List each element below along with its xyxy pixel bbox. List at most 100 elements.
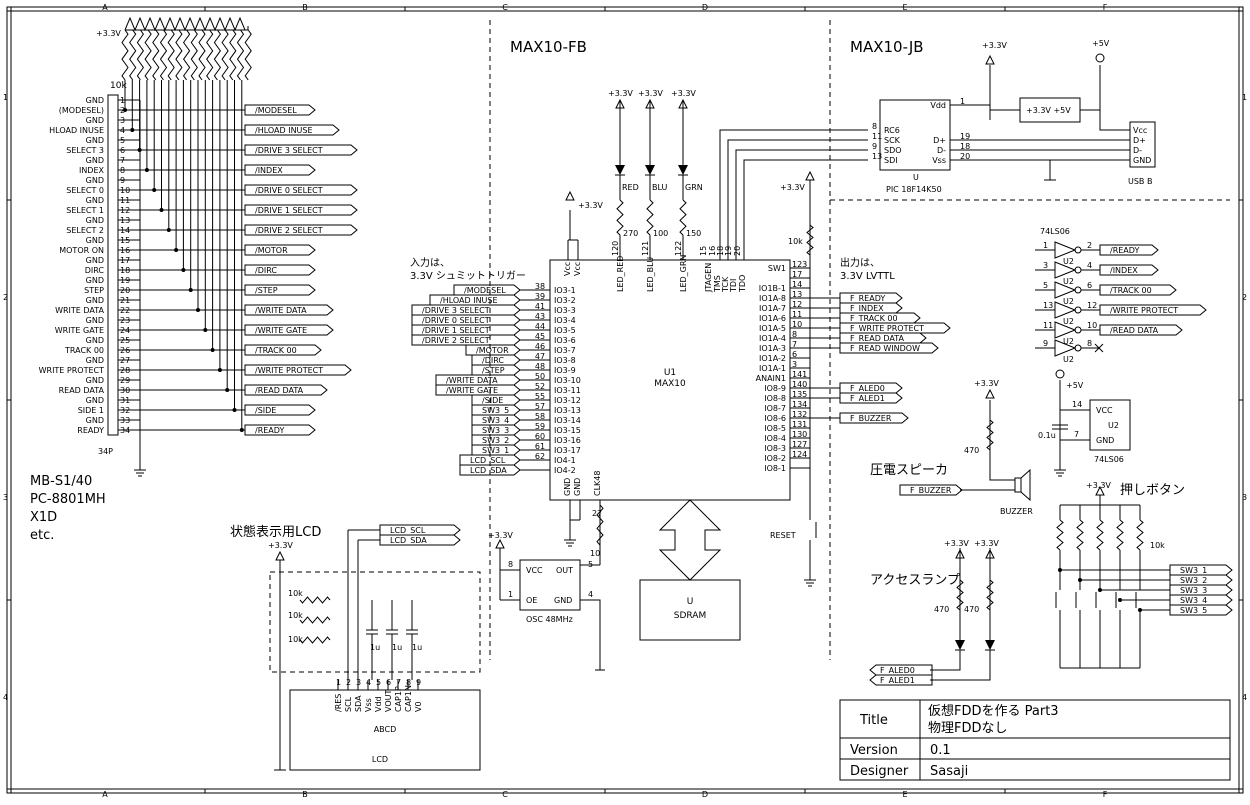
lamp-net-1-tag <box>869 674 933 686</box>
led-vcc-symbol <box>678 98 688 109</box>
connector-pin-label: HLOAD INUSE <box>49 126 104 135</box>
inverter-in-pin: 11 <box>1043 321 1053 330</box>
fpga-pin-name: IO8-8 <box>764 394 786 403</box>
button-net-sw3-1: SW3_1 <box>1180 566 1207 575</box>
fpga-pin-name: IO1A-6 <box>759 314 786 323</box>
fpga-vcc-symbol <box>565 190 575 201</box>
lcd-pin-name: /RES <box>334 694 343 712</box>
pullup-resistor <box>213 29 222 81</box>
fpga-pin-name: IO3-7 <box>554 346 576 355</box>
inverter-out-pin: 8 <box>1087 339 1092 348</box>
connector-pin-label: WRITE DATA <box>55 306 104 315</box>
pullup-resistor <box>221 29 229 81</box>
lcd-pin-number: 9 <box>416 678 421 687</box>
fpga-input-sw3-4-tag <box>471 414 521 426</box>
inverter-out-pin: 2 <box>1087 241 1092 250</box>
net--motor-tag <box>244 244 316 256</box>
net--read-data-tag <box>244 384 328 396</box>
pullup-resistor <box>236 29 245 81</box>
junction-dot <box>188 288 193 292</box>
junction-dot <box>159 208 164 212</box>
fpga-pin-name: IO3-5 <box>554 326 576 335</box>
net--read-data: /READ DATA <box>255 386 304 395</box>
input-note-2: 3.3V シュミットトリガー <box>410 270 526 282</box>
row-marker-1: 1 <box>3 93 8 102</box>
net--side-tag <box>244 404 316 416</box>
lcd-pin-number: 1 <box>336 678 341 687</box>
osc-p4: 4 <box>588 590 593 599</box>
fpga-pin-number: 7 <box>792 340 797 349</box>
fpga-pin-number: 39 <box>535 292 545 301</box>
osc-res: 10 <box>590 549 600 558</box>
inverter-vcc-symbol <box>1055 369 1065 379</box>
connector-pin-label: (MODESEL) <box>59 106 104 115</box>
lcd-net-sda: LCD_SDA <box>390 536 427 545</box>
net--step-tag <box>244 284 316 296</box>
led-resistor-value: 270 <box>623 229 638 238</box>
pic-pin-name: SCK <box>884 136 901 145</box>
fpga-pin-number: 127 <box>792 440 807 449</box>
row-marker-3: 3 <box>3 493 8 502</box>
fpga-output-f-aled1-tag <box>839 392 903 404</box>
fpga-input-sw3-3: SW3_3 <box>482 426 509 435</box>
led-red-label: RED <box>622 183 639 192</box>
fpga-pin-name: IO1A-3 <box>759 344 786 353</box>
fpga-pin-number: 122 <box>674 241 683 256</box>
fpga-input-lcd-scl-tag <box>459 454 521 466</box>
col-marker-E: E <box>902 3 907 12</box>
pullup-resistor <box>144 29 152 81</box>
fpga-pin-number: 15 <box>699 246 708 256</box>
lamp-resistor <box>956 579 964 611</box>
fpga-input--step-tag <box>471 364 521 376</box>
osc-p1: 1 <box>508 590 513 599</box>
button-pullup <box>1076 519 1084 551</box>
fpga-input--drive-1-select: /DRIVE 1 SELECT <box>422 326 490 335</box>
net--side: /SIDE <box>255 406 276 415</box>
fpga-pin-name: TMS <box>713 275 722 293</box>
fpga-input--drive-1-select-tag <box>411 324 521 336</box>
pullup-resistor <box>121 29 129 81</box>
fpga-input-sw3-4: SW3_4 <box>482 416 509 425</box>
osc-gnd: GND <box>554 596 572 605</box>
connector-pin-label: SELECT 0 <box>66 186 104 195</box>
fpga-output-f-aled0: F_ALED0 <box>850 384 885 393</box>
no-connect <box>1094 343 1104 353</box>
net--ready-tag <box>244 424 316 436</box>
machine-2: PC-8801MH <box>30 492 106 507</box>
pic-pin-name: SDO <box>884 146 902 155</box>
fpga-pin-name: SW1 <box>768 264 786 273</box>
fpga-pin-number: 50 <box>535 372 545 381</box>
fpga-input-lcd-sda-tag <box>459 464 521 476</box>
fpga-pin-number: 41 <box>535 302 545 311</box>
junction-dot <box>1138 608 1142 612</box>
connector-pin-label: GND <box>86 316 104 325</box>
lcd-pin-name: Vss <box>364 698 373 712</box>
lcd-pin-name: VOUT <box>384 690 393 712</box>
junction-dot <box>174 248 179 252</box>
led-resistor-value: 150 <box>686 229 701 238</box>
pullup-resistor <box>182 29 191 81</box>
connector-pin-label: GND <box>86 276 104 285</box>
led-vcc-symbol <box>615 98 625 109</box>
pic-vcc: +3.3V <box>982 41 1007 50</box>
fpga-pin-name: IO3-11 <box>554 386 581 395</box>
connector-pin-label: SELECT 2 <box>66 226 104 235</box>
connector-pin-label: GND <box>86 196 104 205</box>
output-note-1: 出力は、 <box>840 256 880 269</box>
connector-pin-label: WRITE GATE <box>55 326 104 335</box>
connector-pin-label: SIDE 1 <box>78 406 104 415</box>
lcd-pullup <box>299 596 331 604</box>
fpga-input--drive-2-select: /DRIVE 2 SELECT <box>422 336 490 345</box>
button-pullup <box>1136 519 1144 551</box>
row-marker-2: 2 <box>3 293 8 302</box>
net--drive-0-select: /DRIVE 0 SELECT <box>255 186 323 195</box>
led-vcc-label: +3.3V <box>638 89 663 98</box>
connector-pin-label: GND <box>86 336 104 345</box>
pullup-resistor <box>244 29 252 81</box>
button-net-sw3-5: SW3_5 <box>1180 606 1207 615</box>
clk-pin: 27 <box>592 509 602 518</box>
col-marker-D-bottom: D <box>702 790 708 799</box>
pic-vcc-symbol <box>985 54 995 65</box>
pic-pin-name: D- <box>937 146 946 155</box>
button-res: 10k <box>1150 541 1165 550</box>
